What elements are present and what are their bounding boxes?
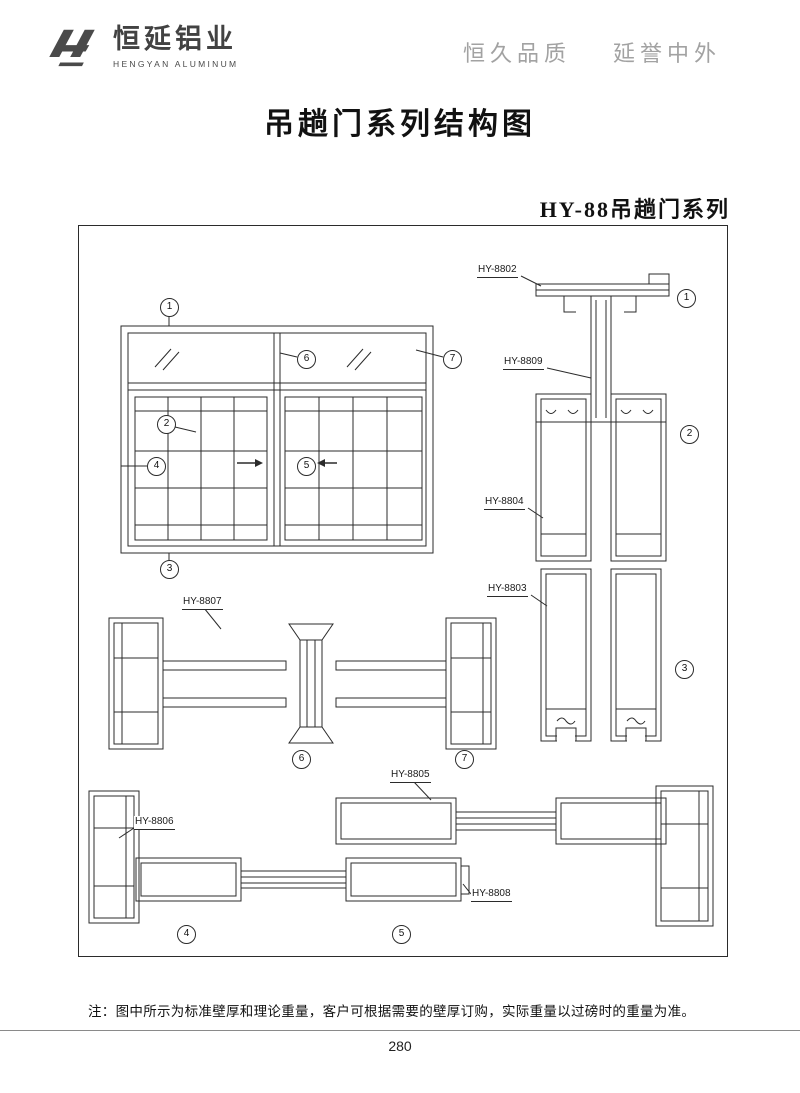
profile-label-hy8802: HY-8802 <box>477 264 518 278</box>
callout-6-section: 6 <box>292 750 311 769</box>
callout-7-elevation: 7 <box>443 350 462 369</box>
section-top-track-hy8802 <box>535 273 670 313</box>
logo-subtext: HENGYAN ALUMINUM <box>113 58 239 69</box>
callout-1-section: 1 <box>677 289 696 308</box>
page-title: 吊趟门系列结构图 <box>264 108 536 141</box>
structure-diagram: HY-8802 HY-8809 HY-8804 HY-8803 HY-8807 … <box>78 225 728 957</box>
callout-3-section: 3 <box>675 660 694 679</box>
callout-4-elevation: 4 <box>147 457 166 476</box>
page-number: 280 <box>388 1038 412 1054</box>
footer-divider <box>0 1030 800 1031</box>
section-stem-hy8809 <box>590 296 612 423</box>
callout-5-section: 5 <box>392 925 411 944</box>
logo-text-block: 恒延铝业 HENGYAN ALUMINUM <box>113 23 239 69</box>
logo-mark-icon <box>49 29 95 67</box>
label-leaders <box>118 275 592 895</box>
callout-3-elevation: 3 <box>160 560 179 579</box>
slogan: 恒久品质 延誉中外 <box>463 36 721 68</box>
elevation-drawing <box>120 316 444 560</box>
callout-7-section: 7 <box>455 750 474 769</box>
section-bottom-rails <box>88 785 714 927</box>
callout-1-elevation: 1 <box>160 298 179 317</box>
profile-label-hy8805: HY-8805 <box>390 769 431 783</box>
callout-4-section: 4 <box>177 925 196 944</box>
profile-label-hy8803: HY-8803 <box>487 583 528 597</box>
profile-label-hy8806: HY-8806 <box>134 816 175 830</box>
callout-2-elevation: 2 <box>157 415 176 434</box>
structure-diagram-svg <box>88 273 714 927</box>
profile-label-hy8804: HY-8804 <box>484 496 525 510</box>
logo-text: 恒延铝业 <box>113 23 237 54</box>
callout-2-section: 2 <box>680 425 699 444</box>
slogan-right: 延誉中外 <box>613 41 722 66</box>
profile-label-hy8807: HY-8807 <box>182 596 223 610</box>
callout-5-elevation: 5 <box>297 457 316 476</box>
series-title: HY-88吊趟门系列 <box>539 197 730 222</box>
logo: 恒延铝业 HENGYAN ALUMINUM <box>42 22 238 72</box>
callout-6-elevation: 6 <box>297 350 316 369</box>
section-door-bottom-hy8803 <box>540 568 662 742</box>
section-horizontal-hy8807 <box>108 617 497 750</box>
footnote: 注：图中所示为标准壁厚和理论重量，客户可根据需要的壁厚订购，实际重量以过磅时的重… <box>88 1003 696 1019</box>
section-door-vertical-hy8804 <box>535 393 667 562</box>
profile-label-hy8809: HY-8809 <box>503 356 544 370</box>
slogan-left: 恒久品质 <box>463 41 572 66</box>
profile-label-hy8808: HY-8808 <box>471 888 512 902</box>
